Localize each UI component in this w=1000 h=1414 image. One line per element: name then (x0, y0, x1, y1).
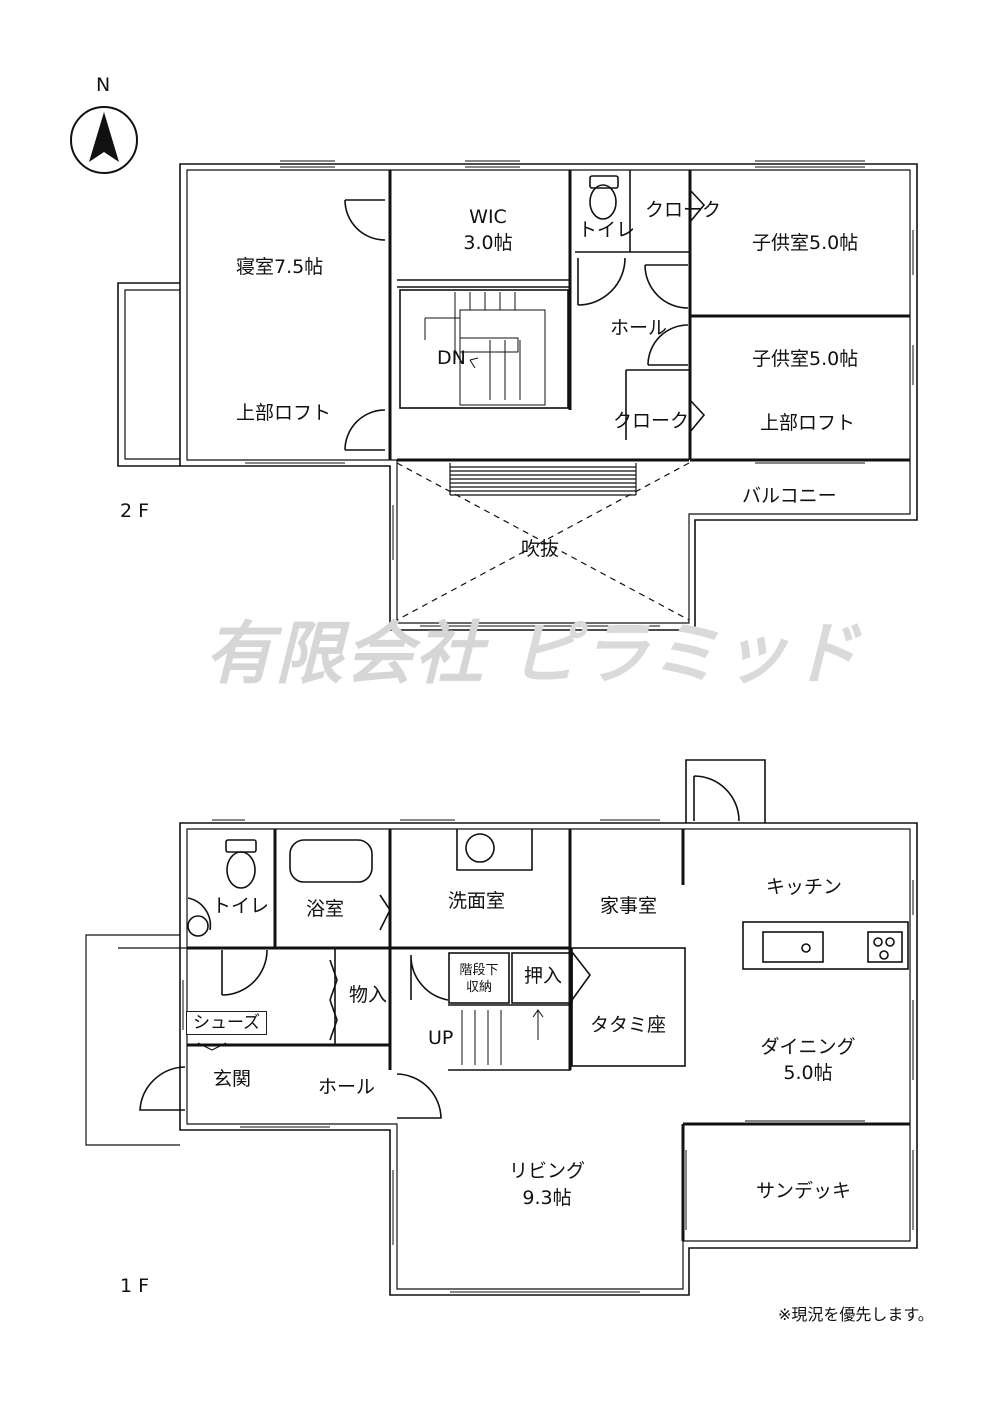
disclaimer-note: ※現況を優先します。 (778, 1305, 934, 1324)
room-storage: 物入 (349, 984, 388, 1006)
company-watermark: 有限会社 ピラミッド (205, 598, 861, 697)
room-void: 吹抜 (520, 538, 560, 560)
room-shoes: シューズ (186, 1011, 268, 1036)
room-tatami: タタミ座 (590, 1014, 667, 1036)
stairs-up-label: UP (428, 1027, 454, 1049)
room-entrance: 玄関 (213, 1068, 252, 1090)
compass-letter: N (96, 74, 111, 96)
north-compass-icon (70, 106, 138, 174)
room-closet-top: クローク (645, 199, 722, 221)
room-toilet-1f: トイレ (212, 895, 270, 917)
room-living-name: リビング (508, 1160, 586, 1182)
room-dining-size: 5.0帖 (783, 1062, 833, 1084)
room-child-2: 子供室5.0帖 (752, 348, 859, 370)
stairs-dn-label: DN (437, 347, 466, 369)
room-kitchen: キッチン (766, 876, 843, 898)
watermark-company-name: ピラミッド (510, 615, 861, 694)
room-under-stair-2: 収納 (465, 980, 493, 995)
room-bedroom: 寝室7.5帖 (236, 256, 324, 278)
room-living-size: 9.3帖 (522, 1187, 572, 1209)
room-closet-mid: クローク (613, 410, 690, 432)
room-hall-2f: ホール (610, 317, 668, 339)
room-closet-1f: 押入 (524, 965, 563, 987)
room-child-loft: 上部ロフト (760, 412, 856, 434)
room-utility: 家事室 (600, 895, 658, 917)
room-balcony: バルコニー (742, 485, 837, 507)
room-washroom: 洗面室 (448, 890, 506, 912)
floor2-walls (117, 160, 918, 631)
room-under-stair-1: 階段下 (459, 963, 499, 978)
room-bath: 浴室 (306, 898, 345, 920)
watermark-company-type: 有限会社 (205, 615, 486, 694)
floor1-walls (85, 759, 918, 1296)
room-sundeck: サンデッキ (756, 1180, 852, 1202)
floor2-label: 2 F (120, 500, 150, 522)
room-child-1: 子供室5.0帖 (752, 232, 859, 254)
room-wic-size: 3.0帖 (463, 232, 513, 254)
room-toilet-2f: トイレ (578, 219, 636, 241)
room-hall-1f: ホール (318, 1076, 376, 1098)
room-wic-name: WIC (469, 206, 507, 228)
room-bedroom-loft: 上部ロフト (236, 402, 332, 424)
room-dining-name: ダイニング (760, 1036, 856, 1058)
floor1-label: 1 F (120, 1275, 150, 1297)
